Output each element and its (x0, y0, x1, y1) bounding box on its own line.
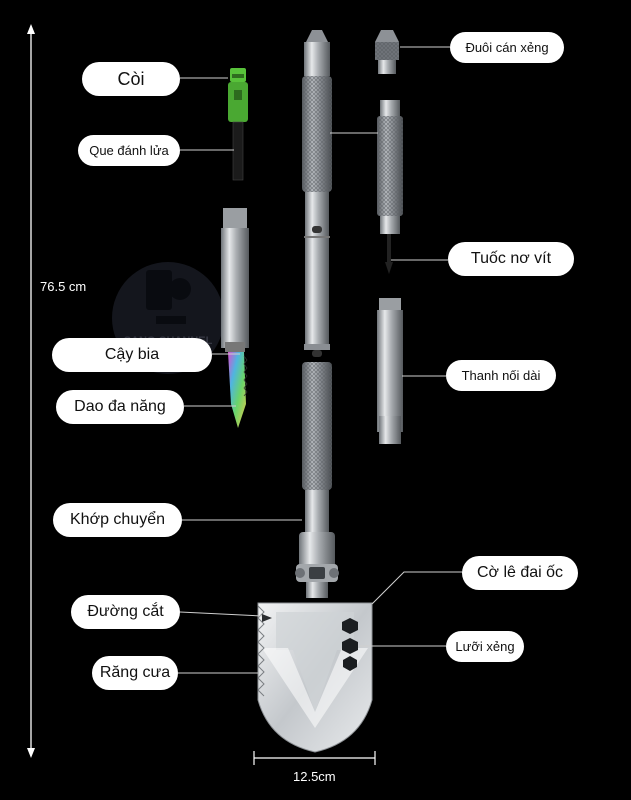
main-handle (302, 30, 332, 532)
leader-lines (178, 46, 468, 674)
shovel-blade (257, 602, 373, 753)
label-saw-teeth: Răng cưa (92, 656, 178, 690)
label-screwdriver: Tuốc nơ vít (448, 242, 574, 276)
label-multi-knife: Dao đa năng (56, 390, 184, 424)
label-pry-bar: Cậy bia (52, 338, 212, 372)
label-nut-wrench: Cờ lê đai ốc (462, 556, 578, 590)
handle-cap-part (375, 30, 399, 74)
label-pivot-joint: Khớp chuyển (53, 503, 182, 537)
width-dimension-label: 12.5cm (293, 769, 336, 784)
whistle-part (228, 68, 248, 122)
fire-starter-part (232, 121, 244, 181)
label-cutting-edge: Đường cắt (71, 595, 180, 629)
extension-rod-part (377, 298, 403, 444)
label-extension-rod: Thanh nối dài (446, 360, 556, 391)
label-fire-starter: Que đánh lửa (78, 135, 180, 166)
height-dimension-arrow (27, 24, 35, 758)
label-whistle: Còi (82, 62, 180, 96)
height-dimension-label: 76.5 cm (40, 279, 87, 294)
pivot-joint (295, 532, 339, 598)
knife-part (221, 208, 249, 428)
width-dimension-arrow (253, 751, 376, 765)
label-shovel-blade: Lưỡi xẻng (446, 631, 524, 662)
label-handle-cap: Đuôi cán xẻng (450, 32, 564, 63)
screwdriver-part (377, 100, 403, 274)
